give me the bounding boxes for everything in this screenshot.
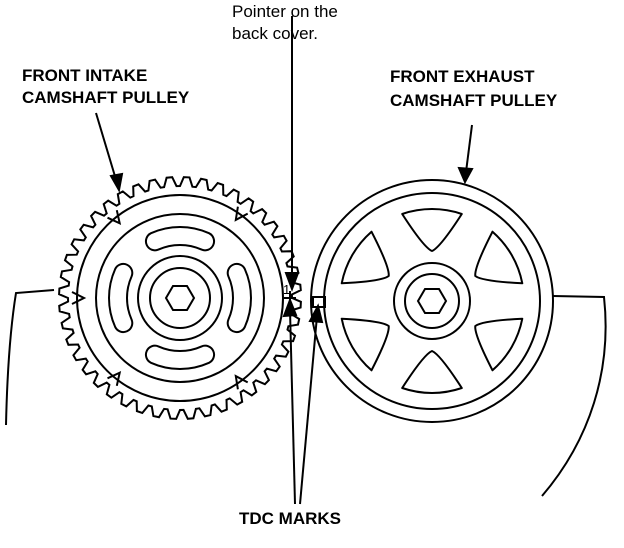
back-cover-lines [5,289,607,497]
pointer-label-line1: Pointer on the [232,2,338,21]
intake-label-line1: FRONT INTAKE [22,66,148,85]
exhaust-hub-outer [393,262,471,340]
intake-slot [226,262,252,334]
exhaust-window [474,230,524,285]
tdc-leader-right [299,315,318,505]
intake-leader-line [95,112,118,184]
intake-slot [108,262,134,334]
exhaust-label-line1: FRONT EXHAUST [390,67,535,86]
intake-pulley-slots [108,226,252,370]
intake-slot [144,344,216,370]
intake-hub-inner [149,267,211,329]
leader-arrows [95,16,474,505]
intake-pulley-rim [76,194,284,402]
exhaust-camshaft-pulley [310,179,554,423]
tdc-leader-left [289,309,296,505]
exhaust-pulley-outer-rim [310,179,554,423]
exhaust-window [340,230,390,285]
pointer-leader-arrowhead [284,272,300,292]
intake-bolt-head [164,285,196,311]
intake-hub-outer [137,255,223,341]
intake-notch [234,374,249,390]
exhaust-label-line2: CAMSHAFT PULLEY [390,91,558,110]
intake-notch [71,291,87,305]
intake-rim-notches [71,206,249,390]
exhaust-window [401,350,463,394]
tdc-mark-numeral: 1 [283,282,290,297]
exhaust-bolt-head [416,288,448,314]
exhaust-leader-line [465,124,473,173]
intake-notch [234,206,249,222]
intake-slot [144,226,216,252]
exhaust-pulley-inner-rim [323,192,541,410]
exhaust-window [474,317,524,372]
intake-notch [107,209,122,226]
intake-notch [107,370,122,387]
pointer-label-line2: back cover. [232,24,318,43]
exhaust-window [340,317,390,372]
left-cover-outline [5,289,55,426]
intake-pulley-inner-ring [95,213,265,383]
intake-label-line2: CAMSHAFT PULLEY [22,88,190,107]
intake-pulley-teeth [58,176,302,420]
tdc-leader-right-arrowhead [308,303,324,324]
exhaust-leader-arrowhead [457,166,474,185]
exhaust-pulley-windows [340,208,524,394]
intake-leader-arrowhead [109,172,124,193]
intake-camshaft-pulley [58,176,302,420]
right-cover-outline [541,295,607,497]
exhaust-window [401,208,463,252]
exhaust-hub-inner [404,273,460,329]
tdc-marks-label: TDC MARKS [239,509,341,528]
tdc-leader-left-arrowhead [282,297,298,318]
